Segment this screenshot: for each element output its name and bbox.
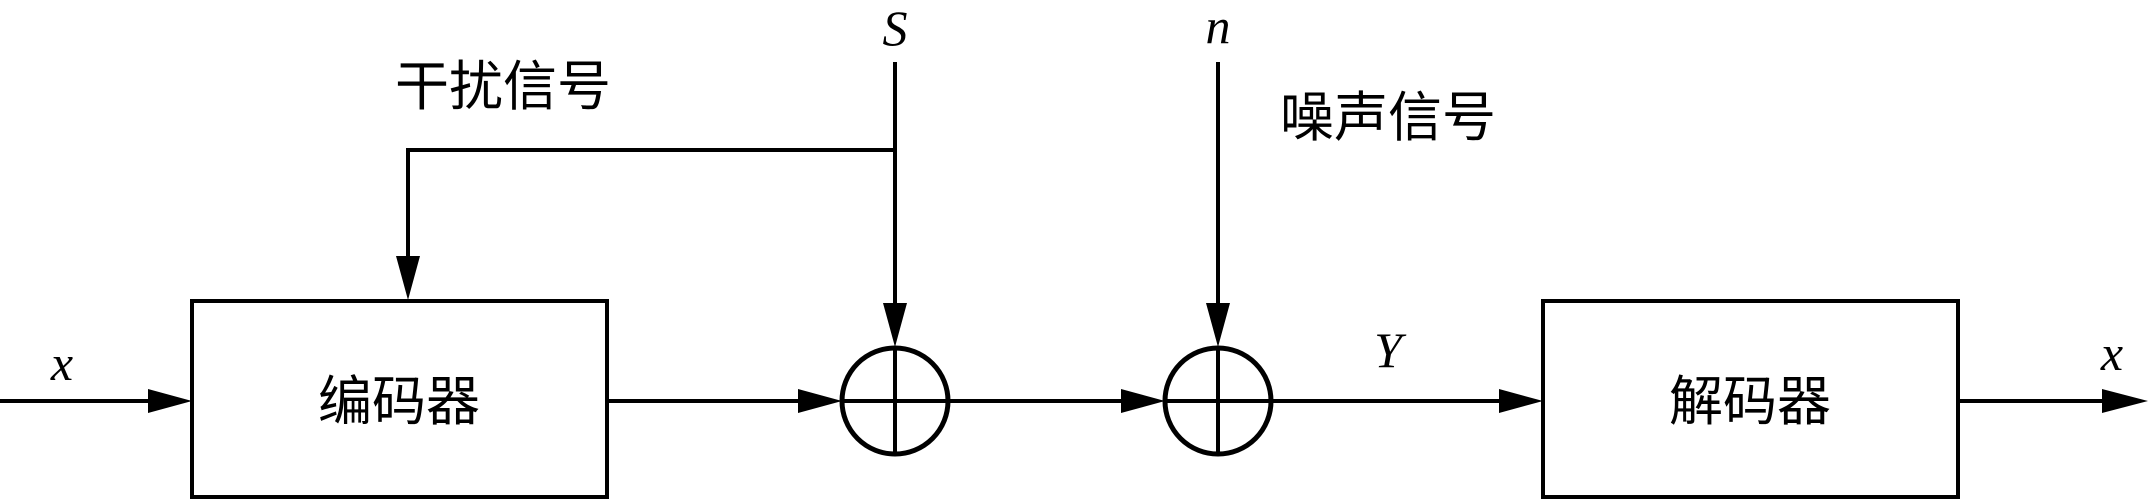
output-arrowhead [2102,389,2148,413]
interference-feedback-line [406,148,895,258]
input-arrowhead [148,389,192,413]
input-x-label: x [50,335,73,391]
interference-arrowhead [883,303,907,347]
noise-arrowhead [1206,303,1230,347]
encoder-label: 编码器 [318,370,480,433]
interference-signal-label: 干扰信号 [395,55,611,118]
channel-output-Y-label: Y [1374,322,1407,378]
noise-symbol-n: n [1206,0,1231,54]
noise-signal-label: 噪声信号 [1280,86,1496,149]
output-x-label: x [2100,325,2123,381]
decoder-block [1541,299,1960,499]
interference-symbol-S: S [883,0,908,56]
junction-connect-arrowhead [1121,389,1165,413]
decoder-label: 解码器 [1669,370,1831,433]
encoder-output-arrowhead [798,389,842,413]
channel-output-arrowhead [1499,389,1543,413]
interference-feedback-arrowhead [396,256,420,300]
